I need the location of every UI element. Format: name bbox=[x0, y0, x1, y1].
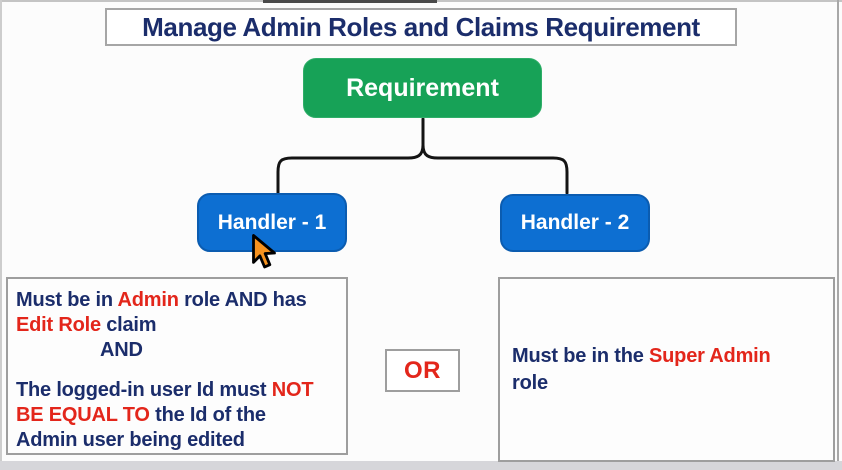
note-text-highlight: BE EQUAL TO bbox=[16, 404, 150, 426]
slide-bottom-edge bbox=[0, 461, 842, 470]
note-line: Admin user being edited bbox=[16, 428, 340, 453]
note-line: The logged-in user Id must NOT bbox=[16, 378, 340, 403]
handler-1-description: Must be in Admin role AND has Edit Role … bbox=[6, 277, 348, 455]
note-text: Must be in the bbox=[512, 344, 650, 367]
note-line: AND bbox=[100, 338, 340, 363]
title-box: Manage Admin Roles and Claims Requiremen… bbox=[105, 8, 737, 46]
note-line: Edit Role claim bbox=[16, 313, 340, 338]
note-line: BE EQUAL TO the Id of the bbox=[16, 403, 340, 428]
or-badge-label: OR bbox=[404, 356, 441, 384]
note-text: role AND has bbox=[178, 289, 307, 311]
requirement-node: Requirement bbox=[303, 58, 542, 118]
note-text-highlight: Super Admin bbox=[649, 344, 771, 367]
slide-right-edge bbox=[837, 0, 839, 470]
handler-2-description: Must be in the Super Admin role bbox=[498, 277, 835, 462]
handler-2-node: Handler - 2 bbox=[500, 194, 650, 252]
handler-1-node-label: Handler - 1 bbox=[217, 210, 327, 234]
note-text-highlight: Admin bbox=[117, 289, 179, 311]
note-text-highlight: NOT bbox=[271, 379, 314, 401]
handler-2-node-label: Handler - 2 bbox=[520, 211, 630, 234]
cursor-icon bbox=[252, 234, 276, 269]
or-badge: OR bbox=[385, 349, 460, 392]
note-text: AND bbox=[100, 339, 143, 361]
note-line: Must be in Admin role AND has bbox=[16, 288, 340, 313]
note-text: Admin user being edited bbox=[16, 429, 245, 451]
note-text: role bbox=[512, 371, 548, 394]
requirement-node-label: Requirement bbox=[346, 73, 499, 102]
slide-top-edge-dark bbox=[263, 0, 437, 3]
note-line: role bbox=[512, 370, 825, 397]
note-line: Must be in the Super Admin bbox=[512, 343, 825, 370]
note-text: claim bbox=[100, 314, 157, 336]
page-title: Manage Admin Roles and Claims Requiremen… bbox=[142, 11, 700, 42]
slide-left-edge bbox=[0, 0, 2, 470]
note-text: Must be in bbox=[16, 289, 118, 311]
note-text: The logged-in user Id must bbox=[16, 379, 272, 401]
note-text: the Id of the bbox=[149, 404, 266, 426]
handler-1-node: Handler - 1 bbox=[197, 193, 347, 252]
note-text-highlight: Edit Role bbox=[16, 314, 101, 336]
